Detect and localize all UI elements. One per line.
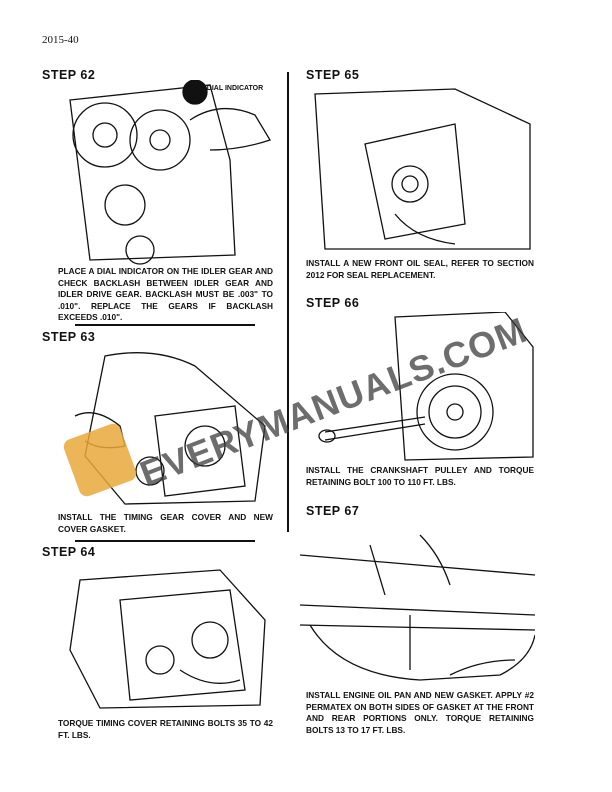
step-62-illustration: DIAL INDICATOR	[69, 80, 271, 265]
divider	[75, 540, 255, 542]
step-66-illustration	[318, 312, 534, 461]
step-62-heading: STEP 62	[42, 68, 96, 82]
step-65-heading: STEP 65	[306, 68, 360, 82]
step-63-caption: INSTALL THE TIMING GEAR COVER AND NEW CO…	[58, 512, 273, 534]
step-67-heading: STEP 67	[306, 504, 360, 518]
step-64-illustration	[69, 569, 266, 709]
step-65-illustration	[314, 88, 531, 250]
step-67-illustration	[300, 534, 535, 681]
step-66-heading: STEP 66	[306, 296, 360, 310]
page-number: 2015-40	[42, 34, 79, 46]
step-64-caption: TORQUE TIMING COVER RETAINING BOLTS 35 T…	[58, 718, 273, 740]
step-63-illustration	[74, 352, 266, 505]
dial-indicator-callout: DIAL INDICATOR	[207, 85, 263, 92]
column-divider	[287, 72, 289, 532]
step-63-heading: STEP 63	[42, 330, 96, 344]
step-64-heading: STEP 64	[42, 545, 96, 559]
step-66-caption: INSTALL THE CRANKSHAFT PULLEY AND TORQUE…	[306, 465, 534, 487]
step-65-caption: INSTALL A NEW FRONT OIL SEAL, REFER TO S…	[306, 258, 534, 280]
divider	[75, 324, 255, 326]
step-62-caption: PLACE A DIAL INDICATOR ON THE IDLER GEAR…	[58, 266, 273, 323]
step-67-caption: INSTALL ENGINE OIL PAN AND NEW GASKET. A…	[306, 690, 534, 735]
